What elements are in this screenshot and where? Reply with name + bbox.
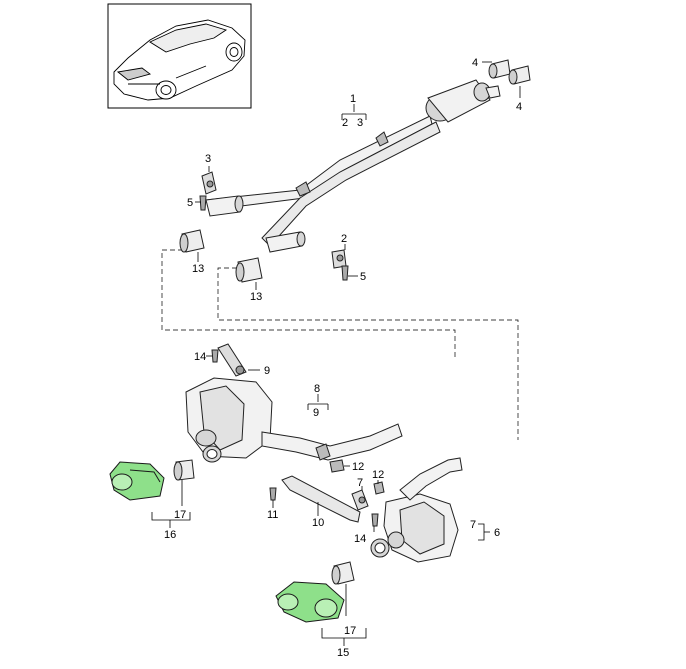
clamp-front-left bbox=[179, 229, 205, 262]
callout-13-right: 13 bbox=[250, 291, 262, 303]
callout-4-left: 4 bbox=[472, 57, 478, 69]
callout-12-lower: 12 bbox=[372, 469, 384, 481]
callout-7-silencer: 7 bbox=[470, 519, 476, 531]
callout-labels: 1 2 3 4 4 3 5 2 5 13 13 14 9 8 9 12 12 7… bbox=[164, 57, 522, 659]
callout-16: 16 bbox=[164, 529, 176, 541]
tailpipe-tip-right bbox=[275, 581, 345, 623]
rear-silencer-left bbox=[185, 377, 403, 463]
bracket-group-8 bbox=[307, 394, 329, 410]
hanger-bracket-rear-left bbox=[217, 343, 260, 377]
front-pipe-assembly bbox=[205, 79, 501, 253]
clamp-front-right bbox=[235, 257, 263, 290]
bolt-right bbox=[341, 265, 358, 281]
assembly-reference-lines bbox=[161, 249, 519, 440]
clip-12-lower bbox=[373, 480, 385, 495]
bracket-group-6 bbox=[478, 523, 490, 541]
callout-3-top: 3 bbox=[357, 117, 363, 129]
callout-9-hanger: 9 bbox=[264, 365, 270, 377]
tailpipe-clamp-right bbox=[331, 561, 355, 616]
callout-14-upper: 14 bbox=[194, 351, 206, 363]
callout-11: 11 bbox=[267, 509, 278, 521]
bracket-group-16 bbox=[151, 512, 191, 528]
callout-9-bracket: 9 bbox=[313, 407, 319, 419]
bolt-bracket bbox=[269, 487, 277, 508]
support-bracket bbox=[281, 475, 361, 523]
vehicle-inset bbox=[107, 3, 252, 109]
tailpipe-tip-left bbox=[109, 461, 165, 501]
rear-silencer-right bbox=[370, 457, 463, 563]
callout-10: 10 bbox=[312, 517, 324, 529]
car-illustration bbox=[113, 19, 246, 101]
callout-8: 8 bbox=[314, 383, 320, 395]
callout-13-left: 13 bbox=[192, 263, 204, 275]
clamp-sleeve-right bbox=[508, 65, 531, 98]
callout-5-right: 5 bbox=[360, 271, 366, 283]
callout-4-right: 4 bbox=[516, 101, 522, 113]
bolt-left bbox=[195, 195, 207, 211]
hanger-bracket-left bbox=[201, 166, 217, 195]
bolt-rear-left bbox=[206, 349, 219, 363]
callout-14-lower: 14 bbox=[354, 533, 366, 545]
callout-2-top: 2 bbox=[342, 117, 348, 129]
callout-12-upper: 12 bbox=[352, 461, 364, 473]
callout-3-hanger: 3 bbox=[205, 153, 211, 165]
callout-17-left: 17 bbox=[174, 509, 186, 521]
bracket-group-15 bbox=[321, 628, 367, 646]
callout-7-hanger: 7 bbox=[357, 477, 363, 489]
clip-12-upper bbox=[329, 459, 350, 473]
clamp-sleeve-left bbox=[482, 59, 511, 79]
callout-15: 15 bbox=[337, 647, 349, 659]
hanger-bracket-rear-right bbox=[351, 486, 369, 511]
tailpipe-clamp-left bbox=[173, 459, 195, 506]
hanger-bracket-right bbox=[331, 244, 347, 269]
callout-17-right: 17 bbox=[344, 625, 356, 637]
callout-2-hanger: 2 bbox=[341, 233, 347, 245]
bracket-group-1 bbox=[341, 104, 367, 120]
callout-1: 1 bbox=[350, 93, 356, 105]
callout-6: 6 bbox=[494, 527, 500, 539]
callout-5-left: 5 bbox=[187, 197, 193, 209]
bolt-rear-right bbox=[371, 513, 379, 532]
